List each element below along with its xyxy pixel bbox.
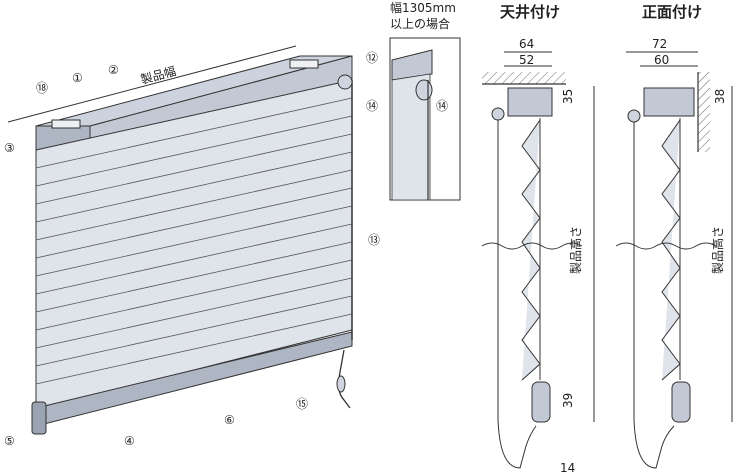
detail-pulley: [415, 79, 433, 101]
front-cord: [633, 122, 675, 469]
callout-4: ④: [124, 434, 135, 448]
ceiling-dim-52-label: 52: [519, 53, 534, 67]
callout-18: ⑱: [36, 81, 48, 95]
callout-5: ⑤: [4, 434, 15, 448]
callout-6: ⑥: [224, 413, 235, 427]
front-pleats: [661, 119, 681, 381]
cord-stopper: [336, 375, 346, 393]
ceiling-cord: [497, 120, 537, 469]
callout-14-detail: ⑭: [436, 99, 448, 113]
front-knob: [627, 109, 641, 123]
front-dim-38-label: 38: [713, 89, 727, 104]
width-dim-line: [7, 45, 297, 123]
ceiling-dim-39-label: 39: [561, 393, 575, 408]
front-mount-view: 正面付け 72 60 38 製品高さ: [615, 3, 733, 469]
pleat-lines: [35, 97, 353, 385]
front-headrail: [643, 87, 695, 117]
ceiling-break-mark: [481, 242, 583, 250]
callout-12: ⑫: [366, 51, 378, 65]
bottom-handle: [31, 401, 47, 435]
ceiling-mount-heading: 天井付け: [500, 3, 560, 21]
ceiling-dim-35-label: 35: [561, 89, 575, 104]
main-blind: 製品幅 ① ② ③ ④ ⑤ ⑥ ⑫ ⑬ ⑭ ⑮ ⑱: [4, 45, 380, 448]
ceiling-hatch: [482, 72, 566, 84]
callout-2: ②: [108, 63, 119, 77]
ceiling-height-label: 製品高さ: [568, 226, 583, 274]
bracket-left: [51, 119, 81, 129]
bracket-right: [289, 59, 319, 69]
front-height-label: 製品高さ: [710, 226, 725, 274]
callout-14: ⑭: [366, 99, 378, 113]
callout-1: ①: [72, 71, 83, 85]
ceiling-dim-14-label: 14: [560, 461, 575, 475]
ceiling-pleats: [521, 119, 541, 381]
front-mount-heading: 正面付け: [642, 3, 702, 21]
pulley: [337, 74, 353, 90]
ceiling-mount-view: 天井付け 64 52 35 製品高さ 39 14: [481, 3, 595, 475]
callout-3: ③: [4, 141, 15, 155]
ceiling-knob: [491, 107, 505, 121]
detail-inset: 幅1305mm 以上の場合 ⑭: [389, 0, 461, 201]
note-line2: 以上の場合: [390, 16, 450, 31]
note-line1: 幅1305mm: [390, 0, 456, 15]
ceiling-headrail: [507, 87, 553, 117]
product-width-label: 製品幅: [139, 63, 178, 87]
detail-headrail: [391, 49, 433, 81]
ceiling-bottom-rail: [531, 381, 551, 423]
callout-15: ⑮: [296, 397, 308, 411]
detail-fabric: [391, 73, 431, 201]
callout-13: ⑬: [368, 233, 380, 247]
wall-hatch: [698, 72, 710, 152]
front-dim-72-label: 72: [652, 37, 667, 51]
ceiling-dim-64-label: 64: [519, 37, 534, 51]
front-bottom-rail: [671, 381, 691, 423]
front-dim-60-label: 60: [654, 53, 669, 67]
